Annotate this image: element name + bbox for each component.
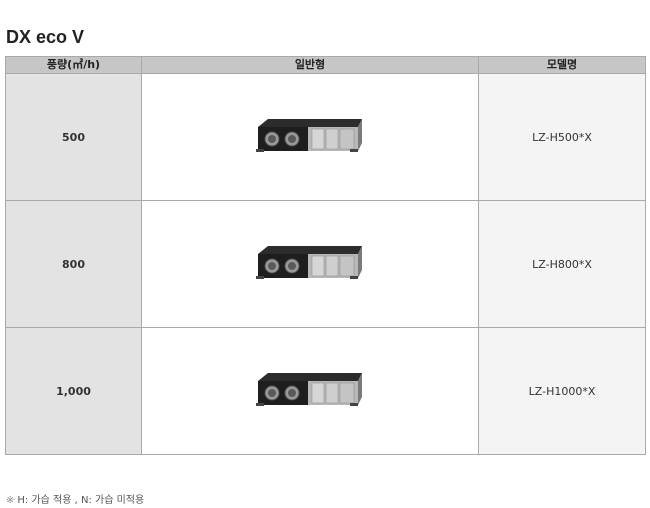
column-header-model: 모델명 — [478, 56, 646, 74]
spec-table: 풍량(㎥/h) 일반형 모델명 500 — [5, 56, 646, 455]
flow-cell: 1,000 — [5, 327, 142, 455]
table-header-row: 풍량(㎥/h) 일반형 모델명 — [5, 56, 646, 74]
footnote: ※H: 가습 적용 , N: 가습 미적용 — [6, 491, 144, 506]
table-row: 800 LZ-H800*X — [5, 200, 646, 328]
product-image-cell — [141, 73, 479, 201]
page-title: DX eco V — [6, 27, 85, 47]
table-row: 500 — [5, 73, 646, 201]
ventilation-unit-icon — [256, 119, 362, 152]
footnote-text: H: 가습 적용 , N: 가습 미적용 — [17, 495, 145, 506]
product-image-cell — [141, 327, 479, 455]
column-header-flow: 풍량(㎥/h) — [5, 56, 142, 74]
model-cell: LZ-H800*X — [478, 200, 646, 328]
flow-cell: 800 — [5, 200, 142, 328]
ventilation-unit-icon — [256, 246, 362, 279]
column-header-type: 일반형 — [141, 56, 479, 74]
model-cell: LZ-H500*X — [478, 73, 646, 201]
reference-mark: ※ — [6, 495, 15, 506]
ventilation-unit-icon — [256, 373, 362, 406]
table-row: 1,000 LZ-H1000*X — [5, 327, 646, 455]
flow-cell: 500 — [5, 73, 142, 201]
product-image-cell — [141, 200, 479, 328]
model-cell: LZ-H1000*X — [478, 327, 646, 455]
